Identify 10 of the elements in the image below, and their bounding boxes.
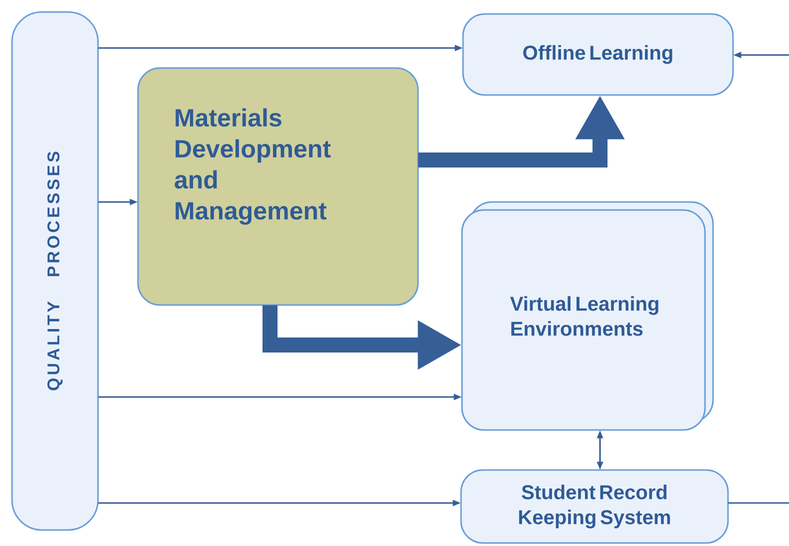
label: Student Record Keeping System [519, 484, 670, 528]
label: QUALITY PROCESSES [47, 152, 63, 390]
label: Materials Development and Management [174, 108, 331, 225]
rounded-box [137, 67, 419, 306]
rounded-box [462, 13, 734, 96]
rounded-box [460, 469, 729, 544]
rounded-box [11, 11, 99, 531]
label: Virtual Learning Environments [510, 296, 658, 336]
rounded-box [461, 209, 706, 431]
label: Offline Learning [523, 45, 672, 64]
